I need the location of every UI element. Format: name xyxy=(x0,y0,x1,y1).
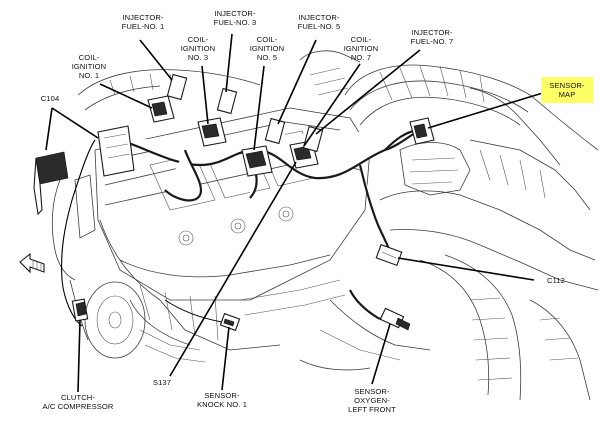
coil-ignition-no1 xyxy=(147,95,175,123)
label-clutch-ac-compressor-l2: A/C COMPRESSOR xyxy=(42,402,113,411)
label-coil-ignition-no7-l2: IGNITION xyxy=(344,44,379,53)
label-coil-ignition-no1-l1: COIL- xyxy=(79,53,100,62)
label-c112: C112 xyxy=(547,276,565,285)
clutch-ac-compressor-connector xyxy=(71,298,89,322)
label-c104: C104 xyxy=(41,94,60,103)
label-injector-fuel-no1-l1: INJECTOR- xyxy=(122,13,164,22)
label-sensor-oxygen-l1: SENSOR- xyxy=(354,387,390,396)
callout-labels: C104 COIL- IGNITION NO. 1 INJECTOR- FUEL… xyxy=(41,9,585,414)
c112-connector xyxy=(375,243,403,267)
label-sensor-knock-no1-l2: KNOCK NO. 1 xyxy=(197,400,247,409)
injector-fuel-no3 xyxy=(216,87,238,115)
leader-lines xyxy=(45,33,547,393)
label-coil-ignition-no3-l3: NO. 3 xyxy=(188,53,208,62)
label-s137: S137 xyxy=(153,378,171,387)
label-coil-ignition-no5-l1: COIL- xyxy=(257,35,278,44)
sensor-map xyxy=(409,117,435,145)
front-arrow-icon xyxy=(19,252,45,274)
label-coil-ignition-no5-l2: IGNITION xyxy=(250,44,285,53)
label-sensor-oxygen-l3: LEFT FRONT xyxy=(348,405,396,414)
label-coil-ignition-no3-l2: IGNITION xyxy=(181,44,216,53)
label-coil-ignition-no5-l3: NO. 5 xyxy=(257,53,277,62)
components xyxy=(19,73,435,332)
c104-connector xyxy=(33,125,135,216)
sensor-knock-no1 xyxy=(219,312,241,332)
engine-drawing xyxy=(51,50,599,401)
injector-fuel-no5 xyxy=(264,117,286,145)
label-sensor-map-l2: MAP xyxy=(559,90,576,99)
label-injector-fuel-no7-l1: INJECTOR- xyxy=(411,28,453,37)
label-coil-ignition-no1-l2: IGNITION xyxy=(72,62,107,71)
label-coil-ignition-no7-l3: NO. 7 xyxy=(351,53,371,62)
label-sensor-oxygen-l2: OXYGEN- xyxy=(354,396,390,405)
label-injector-fuel-no1-l2: FUEL-NO. 1 xyxy=(122,22,165,31)
wiring-harness xyxy=(61,128,421,327)
label-injector-fuel-no3-l2: FUEL-NO. 3 xyxy=(214,18,257,27)
label-coil-ignition-no7-l1: COIL- xyxy=(351,35,372,44)
injector-fuel-no1 xyxy=(166,73,188,101)
sensor-oxygen-left-front xyxy=(379,307,411,331)
label-sensor-knock-no1-l1: SENSOR- xyxy=(204,391,240,400)
sensor-map-highlight xyxy=(541,77,593,103)
label-clutch-ac-compressor-l1: CLUTCH- xyxy=(61,393,95,402)
label-sensor-map-l1: SENSOR- xyxy=(549,81,585,90)
label-coil-ignition-no1-l3: NO. 1 xyxy=(79,71,99,80)
label-injector-fuel-no5-l2: FUEL-NO. 5 xyxy=(298,22,341,31)
label-injector-fuel-no7-l2: FUEL-NO. 7 xyxy=(411,37,454,46)
coil-ignition-no3 xyxy=(197,117,227,147)
label-injector-fuel-no5-l1: INJECTOR- xyxy=(298,13,340,22)
label-coil-ignition-no3-l1: COIL- xyxy=(188,35,209,44)
coil-ignition-no5 xyxy=(241,145,273,177)
label-injector-fuel-no3-l1: INJECTOR- xyxy=(214,9,256,18)
